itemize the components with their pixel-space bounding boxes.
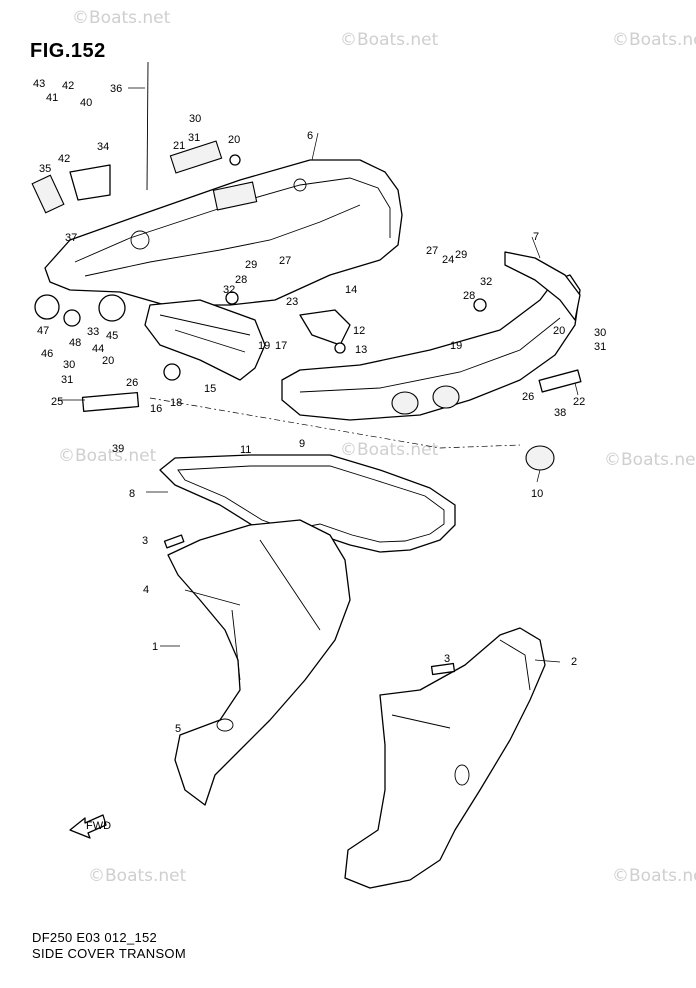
callout: 28 — [235, 274, 247, 286]
callout: 30 — [594, 327, 606, 339]
callout: 35 — [39, 163, 51, 175]
callout: 19 — [258, 340, 270, 352]
callout: 24 — [442, 254, 454, 266]
callout: 27 — [426, 245, 438, 257]
callout: 15 — [204, 383, 216, 395]
callout: 48 — [69, 337, 81, 349]
callout: 43 — [33, 78, 45, 90]
callout: 17 — [275, 340, 287, 352]
callout: 25 — [51, 396, 63, 408]
callout: 42 — [58, 153, 70, 165]
part-8-seal — [159, 454, 456, 553]
callout: 22 — [573, 396, 585, 408]
callout: 31 — [188, 132, 200, 144]
callout: 19 — [450, 340, 462, 352]
part-1-lower-cover-left — [167, 519, 351, 806]
fwd-badge-label: FWD — [86, 820, 111, 832]
figure-title: FIG.152 — [30, 40, 106, 62]
callout: 2 — [571, 656, 577, 668]
model-code: DF250 E03 012_152 — [32, 930, 158, 945]
forward-arrow-icon: FWD — [69, 814, 111, 839]
callout: 18 — [170, 397, 182, 409]
callout: 12 — [353, 325, 365, 337]
callout: 41 — [46, 92, 58, 104]
watermark: Boats.net — [604, 450, 696, 470]
callout: 31 — [594, 341, 606, 353]
callout: 11 — [240, 444, 251, 456]
callout: 28 — [463, 290, 475, 302]
callout: 4 — [143, 584, 149, 596]
callout: 20 — [553, 325, 565, 337]
callout: 20 — [228, 134, 240, 146]
callout: 32 — [223, 284, 235, 296]
callout: 47 — [37, 325, 49, 337]
callout: 20 — [102, 355, 114, 367]
leader-lines — [58, 87, 579, 663]
callout: 37 — [65, 232, 77, 244]
callout: 16 — [150, 403, 162, 415]
callout: 10 — [531, 488, 543, 500]
callout: 8 — [129, 488, 135, 500]
callout: 27 — [279, 255, 291, 267]
callout: 1 — [152, 641, 158, 653]
callout: 31 — [61, 374, 73, 386]
watermark: Boats.net — [340, 440, 438, 460]
callout: 33 — [87, 326, 99, 338]
callout: 5 — [175, 723, 181, 735]
callout: 3 — [142, 535, 148, 547]
callout: 23 — [286, 296, 298, 308]
watermark: Boats.net — [612, 866, 696, 886]
callout: 26 — [522, 391, 534, 403]
watermark: Boats.net — [72, 8, 170, 28]
callout: 30 — [63, 359, 75, 371]
callout: 36 — [110, 83, 122, 95]
watermark: Boats.net — [340, 30, 438, 50]
small-hardware — [31, 61, 582, 676]
callout: 38 — [554, 407, 566, 419]
callout: 39 — [112, 443, 124, 455]
watermark: Boats.net — [58, 446, 156, 466]
callout: 29 — [245, 259, 257, 271]
watermark: Boats.net — [88, 866, 186, 886]
callout: 45 — [106, 330, 118, 342]
callout: 40 — [80, 97, 92, 109]
center-line — [149, 397, 521, 449]
callout: 14 — [345, 284, 357, 296]
watermark: Boats.net — [612, 30, 696, 50]
callout: 26 — [126, 377, 138, 389]
callout: 9 — [299, 438, 305, 450]
callout: 44 — [92, 343, 104, 355]
callout: 34 — [97, 141, 109, 153]
callout: 29 — [455, 249, 467, 261]
callout: 32 — [480, 276, 492, 288]
part-15-transom-rail — [144, 299, 266, 381]
callout: 30 — [189, 113, 201, 125]
callout: 3 — [444, 653, 450, 665]
part-10-cap — [525, 445, 555, 471]
callout: 42 — [62, 80, 74, 92]
callout: 46 — [41, 348, 53, 360]
callout: 13 — [355, 344, 367, 356]
callout: 7 — [533, 231, 539, 243]
callout: 21 — [173, 140, 185, 152]
part-2-lower-cover-right — [344, 627, 546, 889]
callout-labels: 1 2 3 3 4 5 6 7 8 9 10 11 12 13 14 15 16… — [33, 78, 606, 735]
section-name: SIDE COVER TRANSOM — [32, 946, 186, 961]
callout: 6 — [307, 130, 313, 142]
part-6-side-cover-upper — [44, 159, 403, 306]
part-7-side-cover-front — [281, 251, 581, 421]
